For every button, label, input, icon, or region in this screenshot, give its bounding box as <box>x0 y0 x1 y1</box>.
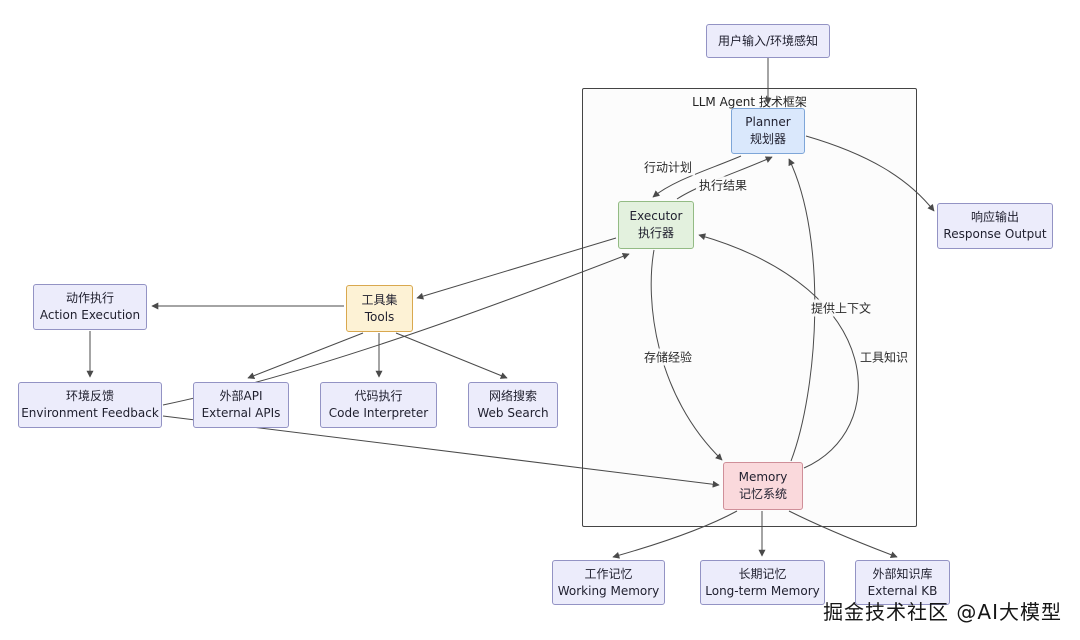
node-tools: 工具集 Tools <box>346 285 413 332</box>
edge-label-tool-knowledge: 工具知识 <box>856 348 912 366</box>
node-long-term-memory-title: 长期记忆 <box>738 566 787 581</box>
edge-label-execution-result: 执行结果 <box>695 176 751 194</box>
node-planner-subtitle: 规划器 <box>749 132 786 146</box>
node-working-memory-title: 工作记忆 <box>584 566 633 581</box>
node-action-execution-title: 动作执行 <box>65 291 114 306</box>
node-external-apis: 外部API External APIs <box>193 382 289 428</box>
node-code-interpreter: 代码执行 Code Interpreter <box>320 382 437 428</box>
node-response-output: 响应输出 Response Output <box>937 203 1053 249</box>
edge-tools-to-external-apis <box>247 332 364 379</box>
node-environment-feedback-title: 环境反馈 <box>65 389 114 404</box>
node-code-interpreter-title: 代码执行 <box>354 389 403 404</box>
node-memory-subtitle: 记忆系统 <box>738 487 787 501</box>
node-planner: Planner 规划器 <box>731 108 805 154</box>
node-long-term-memory: 长期记忆 Long-term Memory <box>700 560 825 605</box>
node-tools-title: 工具集 <box>361 292 398 307</box>
node-web-search: 网络搜索 Web Search <box>468 382 558 428</box>
node-environment-feedback-subtitle: Environment Feedback <box>21 406 159 420</box>
edge-label-provide-context: 提供上下文 <box>807 299 875 317</box>
node-working-memory: 工作记忆 Working Memory <box>552 560 665 605</box>
node-web-search-subtitle: Web Search <box>477 406 549 420</box>
node-user-input: 用户输入/环境感知 <box>706 24 830 58</box>
node-memory-title: Memory <box>738 470 788 485</box>
node-external-kb-title: 外部知识库 <box>872 566 933 581</box>
node-long-term-memory-subtitle: Long-term Memory <box>705 583 820 598</box>
node-tools-subtitle: Tools <box>364 309 395 324</box>
watermark-text: 掘金技术社区 @AI大模型 <box>823 600 1062 624</box>
node-external-apis-title: 外部API <box>219 389 263 404</box>
node-response-output-title: 响应输出 <box>970 210 1019 225</box>
node-memory: Memory 记忆系统 <box>723 462 803 510</box>
edge-label-store-experience: 存储经验 <box>640 348 696 366</box>
node-action-execution: 动作执行 Action Execution <box>33 284 147 330</box>
node-user-input-label: 用户输入/环境感知 <box>717 33 819 48</box>
node-working-memory-subtitle: Working Memory <box>557 583 660 598</box>
node-environment-feedback: 环境反馈 Environment Feedback <box>18 382 162 428</box>
node-executor: Executor 执行器 <box>618 201 694 249</box>
node-executor-title: Executor <box>629 209 683 224</box>
node-code-interpreter-subtitle: Code Interpreter <box>328 406 429 420</box>
node-planner-title: Planner <box>745 115 791 130</box>
node-web-search-title: 网络搜索 <box>488 389 537 404</box>
node-executor-subtitle: 执行器 <box>637 226 674 240</box>
node-external-apis-subtitle: External APIs <box>201 406 281 420</box>
llm-agent-framework-title: LLM Agent 技术框架 <box>692 95 807 109</box>
node-action-execution-subtitle: Action Execution <box>39 308 141 322</box>
node-response-output-subtitle: Response Output <box>943 227 1047 241</box>
edge-label-action-plan: 行动计划 <box>640 158 696 176</box>
node-external-kb-subtitle: External KB <box>867 583 938 598</box>
edge-tools-to-web-search <box>395 332 508 379</box>
node-external-kb: 外部知识库 External KB <box>855 560 950 605</box>
